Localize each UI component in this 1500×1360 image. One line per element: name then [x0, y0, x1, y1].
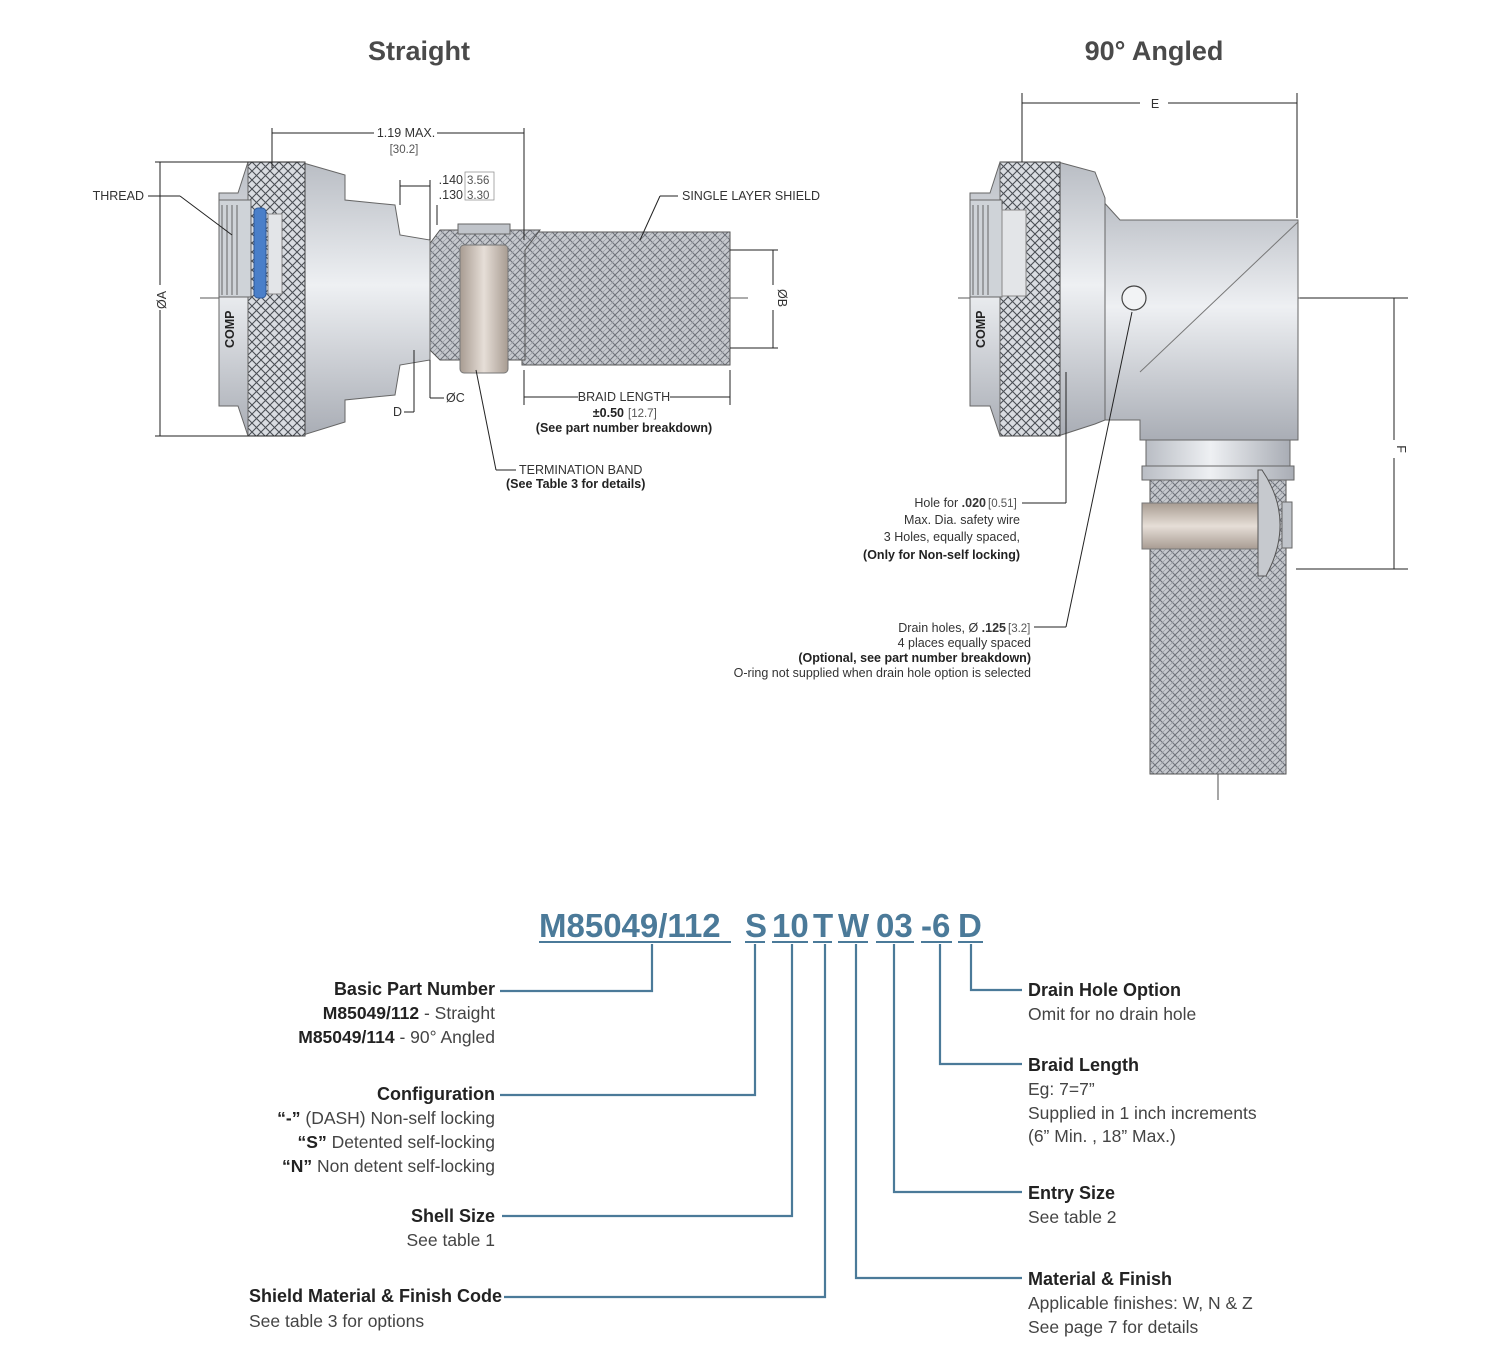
dim-30-2: [30.2]	[390, 144, 419, 156]
straight-dimensions	[148, 128, 778, 471]
hole-note-line3: 3 Holes, equally spaced,	[884, 530, 1020, 544]
pn-shell: 10	[772, 907, 809, 944]
part-number: M85049/112 S 10 T W 03 -6 D	[539, 907, 983, 944]
pn-config: S	[745, 907, 767, 944]
d-label: D	[393, 405, 402, 419]
braid-length-line2: Supplied in 1 inch increments	[1028, 1103, 1257, 1123]
braid-length-label: BRAID LENGTH	[578, 390, 670, 404]
title-straight: Straight	[368, 36, 470, 66]
material-finish-line2: See page 7 for details	[1028, 1317, 1199, 1337]
dim-130-mm: 3.30	[467, 190, 489, 202]
pn-material: W	[838, 907, 870, 944]
shield-material-line1: See table 3 for options	[249, 1311, 424, 1331]
pn-braid: -6	[921, 907, 950, 944]
hole-note-line1: Hole for .020	[914, 496, 986, 510]
thread-label: THREAD	[93, 189, 144, 203]
braid-length-heading: Braid Length	[1028, 1055, 1139, 1075]
single-layer-shield-label: SINGLE LAYER SHIELD	[682, 189, 820, 203]
drain-note-line4: O-ring not supplied when drain hole opti…	[734, 666, 1031, 680]
drain-note-mm: [3.2]	[1008, 623, 1030, 635]
shell-size-heading: Shell Size	[411, 1206, 495, 1226]
configuration-heading: Configuration	[377, 1084, 495, 1104]
drain-hole-line1: Omit for no drain hole	[1028, 1004, 1196, 1024]
dim-130: .130	[439, 188, 463, 202]
configuration-line1: “-” (DASH) Non-self locking	[277, 1108, 495, 1128]
straight-comp-text: COMP	[223, 311, 237, 349]
title-angled: 90° Angled	[1085, 36, 1224, 66]
material-finish-line1: Applicable finishes: W, N & Z	[1028, 1293, 1253, 1313]
angled-dimensions	[1021, 93, 1408, 628]
drain-note-line1: Drain holes, Ø .125	[898, 621, 1006, 635]
braid-note: (See part number breakdown)	[536, 421, 712, 435]
braid-tolerance: ±0.50	[593, 406, 624, 420]
dim-1-19-max: 1.19 MAX.	[377, 126, 435, 140]
dim-mm-box	[464, 171, 495, 201]
pn-entry: 03	[876, 907, 913, 944]
pn-shield: T	[813, 907, 833, 944]
material-finish-heading: Material & Finish	[1028, 1269, 1172, 1289]
pn-drain: D	[958, 907, 982, 944]
dia-c-label: ØC	[446, 391, 465, 405]
dia-b-label: ØB	[775, 289, 789, 307]
braid-length-line3: (6” Min. , 18” Max.)	[1028, 1126, 1176, 1146]
dim-f: F	[1394, 445, 1408, 453]
braid-tolerance-mm: [12.7]	[628, 408, 657, 420]
hole-note-line4: (Only for Non-self locking)	[863, 548, 1020, 562]
braid-length-line1: Eg: 7=7”	[1028, 1079, 1095, 1099]
drain-note-line3: (Optional, see part number breakdown)	[798, 651, 1031, 665]
configuration-line2: “S” Detented self-locking	[298, 1132, 495, 1152]
drain-hole-heading: Drain Hole Option	[1028, 980, 1181, 1000]
basic-part-line2: M85049/114 - 90° Angled	[298, 1027, 495, 1047]
termination-band-label: TERMINATION BAND	[519, 463, 642, 477]
angled-connector-body	[958, 161, 1408, 800]
hole-note-line2: Max. Dia. safety wire	[904, 513, 1020, 527]
basic-part-line1: M85049/112 - Straight	[323, 1003, 495, 1023]
drain-note-line2: 4 places equally spaced	[898, 636, 1031, 650]
shell-size-line1: See table 1	[406, 1230, 495, 1250]
configuration-line3: “N” Non detent self-locking	[282, 1156, 495, 1176]
dim-140-mm: 3.56	[467, 175, 489, 187]
dim-140: .140	[439, 173, 463, 187]
dia-a-label: ØA	[155, 290, 169, 309]
termination-band-note: (See Table 3 for details)	[506, 477, 645, 491]
entry-size-line1: See table 2	[1028, 1207, 1117, 1227]
straight-connector-body	[200, 161, 748, 437]
dim-e: E	[1151, 97, 1159, 111]
basic-part-heading: Basic Part Number	[334, 979, 495, 999]
hole-note-mm: [0.51]	[988, 498, 1017, 510]
entry-size-heading: Entry Size	[1028, 1183, 1115, 1203]
part-number-connectors	[500, 944, 1022, 1299]
shield-material-heading: Shield Material & Finish Code	[249, 1286, 502, 1306]
angled-comp-text: COMP	[974, 311, 988, 349]
pn-basic: M85049/112	[539, 907, 721, 944]
